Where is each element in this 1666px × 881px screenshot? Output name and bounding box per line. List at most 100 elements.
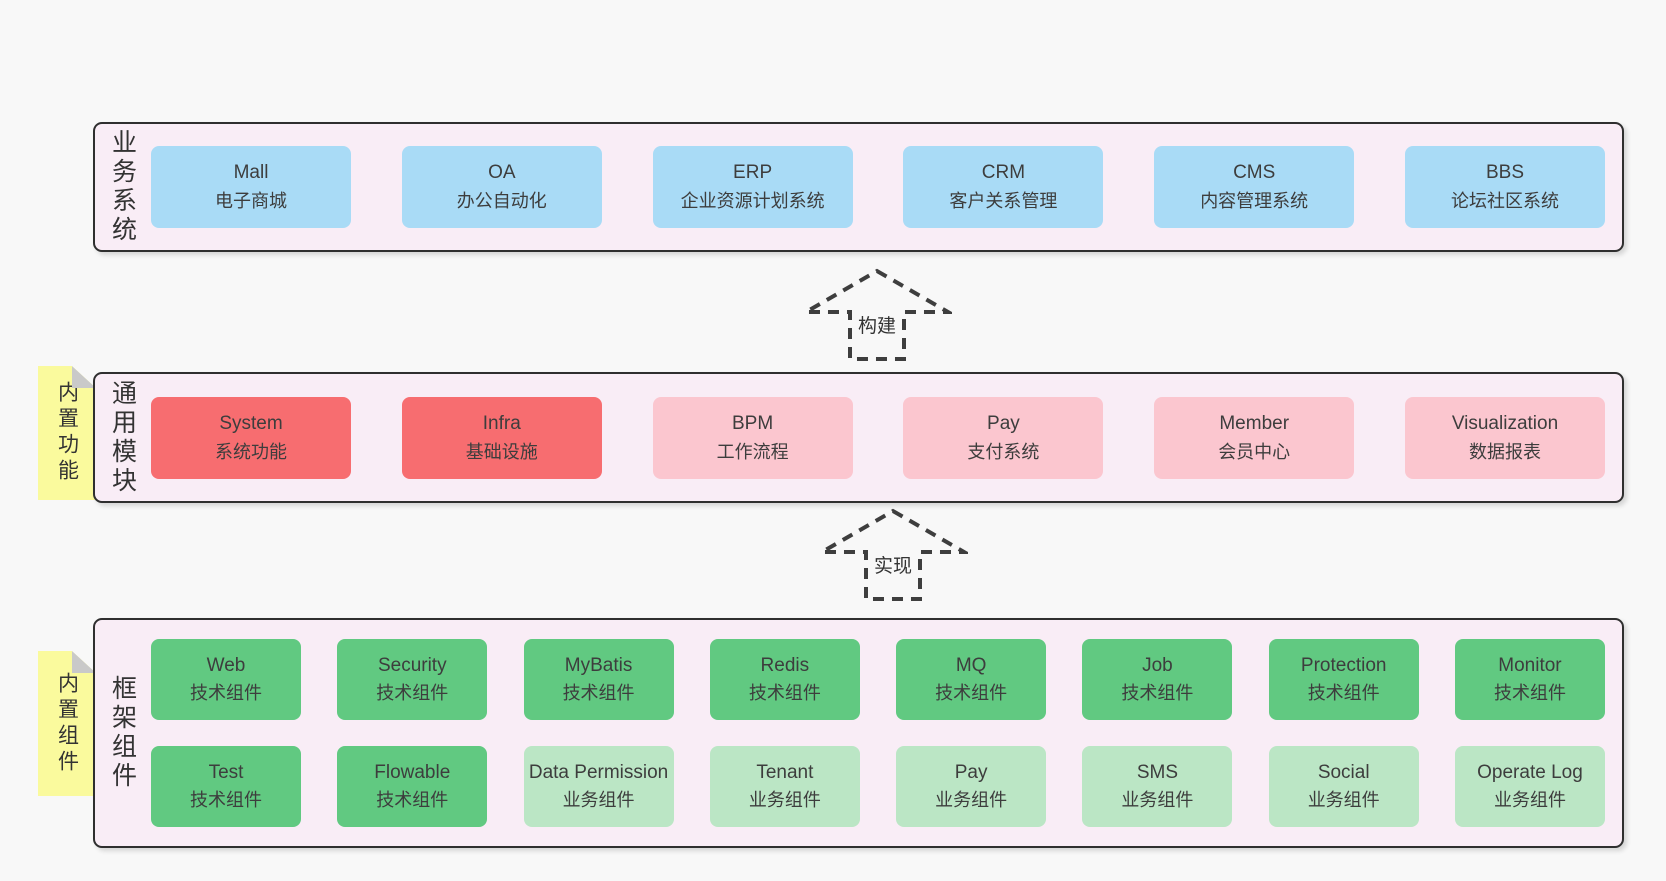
box-subtitle: 会员中心 [1218,441,1291,462]
band-common-modules-rows: System 系统功能 Infra 基础设施 BPM 工作流程 Pay 支付系统… [149,374,1622,501]
box-subtitle: 办公自动化 [456,191,547,212]
box-pay: Pay 支付系统 [903,396,1104,479]
band-business-systems-row: Mall 电子商城 OA 办公自动化 ERP 企业资源计划系统 CRM 客户关系… [151,146,1605,228]
sticky-note-builtin-features: 内置功能 [38,366,96,500]
box-title: Data Permission [528,762,669,784]
box-subtitle: 业务组件 [1121,790,1194,811]
box-bpm: BPM 工作流程 [652,396,853,479]
box-subtitle: 内容管理系统 [1200,191,1309,212]
box-pay-business: Pay 业务组件 [896,746,1047,827]
box-subtitle: 基础设施 [465,441,538,462]
box-crm: CRM 客户关系管理 [903,146,1104,228]
box-visualization: Visualization 数据报表 [1404,396,1605,479]
box-subtitle: 技术组件 [376,790,449,811]
sticky-note-text: 内置组件 [55,671,79,776]
box-subtitle: 支付系统 [967,441,1040,462]
band-common-modules-label: 通用模块 [108,379,137,496]
box-subtitle: 企业资源计划系统 [680,191,825,212]
box-erp: ERP 企业资源计划系统 [652,146,853,228]
arrow-implement: 实现 [818,508,968,603]
box-mybatis: MyBatis 技术组件 [523,639,674,720]
box-web: Web 技术组件 [151,639,301,720]
arrow-build: 构建 [802,268,952,363]
box-oa: OA 办公自动化 [401,146,602,228]
box-title: Member [1219,412,1290,434]
box-subtitle: 业务组件 [935,790,1008,811]
box-subtitle: 客户关系管理 [949,191,1058,212]
band-business-systems-label: 业务系统 [108,129,137,245]
box-subtitle: 技术组件 [1307,683,1380,704]
box-test: Test 技术组件 [151,746,301,827]
box-title: Operate Log [1477,762,1583,784]
box-system: System 系统功能 [151,396,351,479]
box-subtitle: 电子商城 [215,191,287,212]
box-cms: CMS 内容管理系统 [1154,146,1355,228]
dashed-up-arrow-icon [818,508,968,601]
band-common-modules-row: System 系统功能 Infra 基础设施 BPM 工作流程 Pay 支付系统… [151,396,1605,479]
box-tenant: Tenant 业务组件 [709,746,860,827]
box-subtitle: 业务组件 [748,790,821,811]
arrow-implement-label: 实现 [870,550,916,579]
box-sms: SMS 业务组件 [1082,746,1233,827]
box-subtitle: 技术组件 [1493,683,1566,704]
box-subtitle: 技术组件 [748,683,821,704]
box-title: Security [377,655,447,677]
box-subtitle: 技术组件 [935,683,1008,704]
box-title: OA [488,162,516,184]
box-subtitle: 系统功能 [215,441,287,462]
box-title: Pay [987,412,1020,434]
box-protection: Protection 技术组件 [1268,639,1419,720]
sticky-note-builtin-components: 内置组件 [38,651,96,796]
box-job: Job 技术组件 [1082,639,1233,720]
box-title: Monitor [1498,655,1562,677]
box-title: Protection [1300,655,1387,677]
box-subtitle: 业务组件 [1307,790,1380,811]
box-subtitle: 业务组件 [1493,790,1566,811]
box-title: Job [1142,655,1173,677]
box-mall: Mall 电子商城 [151,146,351,228]
box-mq: MQ 技术组件 [896,639,1047,720]
box-member: Member 会员中心 [1154,396,1355,479]
box-title: Flowable [374,762,451,784]
band-common-modules: 通用模块 System 系统功能 Infra 基础设施 BPM 工作流程 Pay… [93,372,1624,503]
box-social: Social 业务组件 [1268,746,1419,827]
box-redis: Redis 技术组件 [709,639,860,720]
box-subtitle: 技术组件 [1121,683,1194,704]
box-subtitle: 业务组件 [562,790,635,811]
box-title: Social [1317,762,1370,784]
box-subtitle: 数据报表 [1468,441,1541,462]
box-title: Web [206,655,246,677]
box-title: Redis [760,655,810,677]
box-title: BPM [732,412,774,434]
box-title: MyBatis [564,655,633,677]
box-title: SMS [1136,762,1178,784]
framework-row-2: Test 技术组件 Flowable 技术组件 Data Permission … [151,746,1605,827]
box-title: Infra [482,412,521,434]
box-title: Tenant [756,762,814,784]
box-data-permission: Data Permission 业务组件 [523,746,674,827]
box-title: CMS [1233,162,1276,184]
sticky-note-text: 内置功能 [55,381,79,485]
band-framework-components-rows: Web 技术组件 Security 技术组件 MyBatis 技术组件 Redi… [149,620,1622,846]
box-subtitle: 技术组件 [376,683,449,704]
box-subtitle: 技术组件 [562,683,635,704]
box-subtitle: 技术组件 [190,790,262,811]
box-title: Visualization [1451,412,1559,434]
band-business-systems-rows: Mall 电子商城 OA 办公自动化 ERP 企业资源计划系统 CRM 客户关系… [149,124,1622,250]
box-subtitle: 技术组件 [190,683,262,704]
box-title: MQ [955,655,987,677]
box-title: ERP [733,162,773,184]
arrow-build-label: 构建 [854,310,900,339]
box-title: Mall [233,162,269,184]
box-title: Test [208,762,244,784]
box-subtitle: 工作流程 [716,441,789,462]
box-title: CRM [981,162,1026,184]
band-framework-components-label: 框架组件 [108,675,137,791]
box-title: BBS [1485,162,1524,184]
box-bbs: BBS 论坛社区系统 [1404,146,1605,228]
box-title: System [219,412,283,434]
box-security: Security 技术组件 [337,639,488,720]
band-business-systems: 业务系统 Mall 电子商城 OA 办公自动化 ERP 企业资源计划系统 CRM… [93,122,1624,252]
box-subtitle: 论坛社区系统 [1450,191,1559,212]
dashed-up-arrow-icon [802,268,952,361]
